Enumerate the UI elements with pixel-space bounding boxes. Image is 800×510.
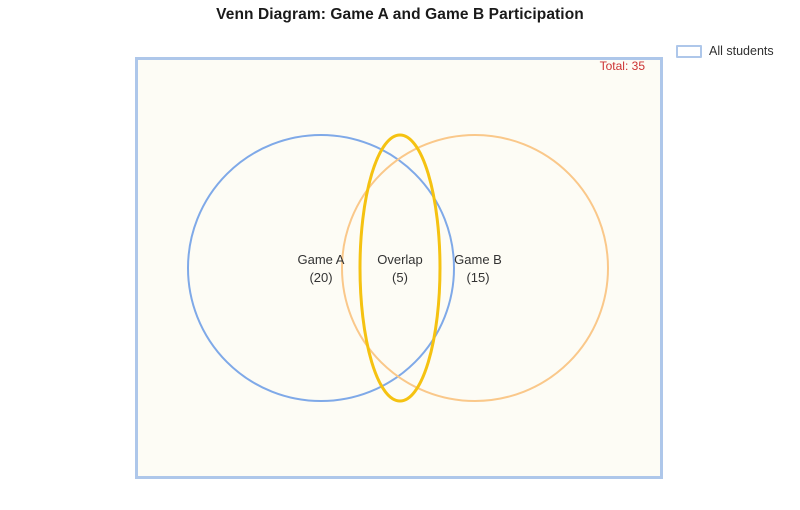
- region-label-overlap: Overlap (5): [377, 251, 423, 287]
- overlap-ellipse: [358, 133, 442, 403]
- game-b-circle: [341, 134, 609, 402]
- region-name-overlap: Overlap: [377, 252, 423, 267]
- legend-item-label: All students: [709, 44, 774, 58]
- total-annotation: Total: 35: [599, 59, 645, 73]
- region-count-game-b: (15): [466, 270, 490, 285]
- region-count-game-a: (20): [309, 270, 333, 285]
- page-title: Venn Diagram: Game A and Game B Particip…: [216, 6, 584, 23]
- legend: All students: [676, 44, 774, 58]
- region-label-game-a: Game A (20): [298, 251, 345, 287]
- rectangle-outline-icon: [676, 44, 702, 58]
- universe-rectangle: [135, 57, 663, 479]
- region-count-overlap: (5): [392, 270, 408, 285]
- region-name-game-a: Game A: [297, 252, 345, 267]
- game-a-circle: [187, 134, 455, 402]
- region-label-game-b: Game B (15): [454, 251, 502, 287]
- region-name-game-b: Game B: [454, 252, 502, 267]
